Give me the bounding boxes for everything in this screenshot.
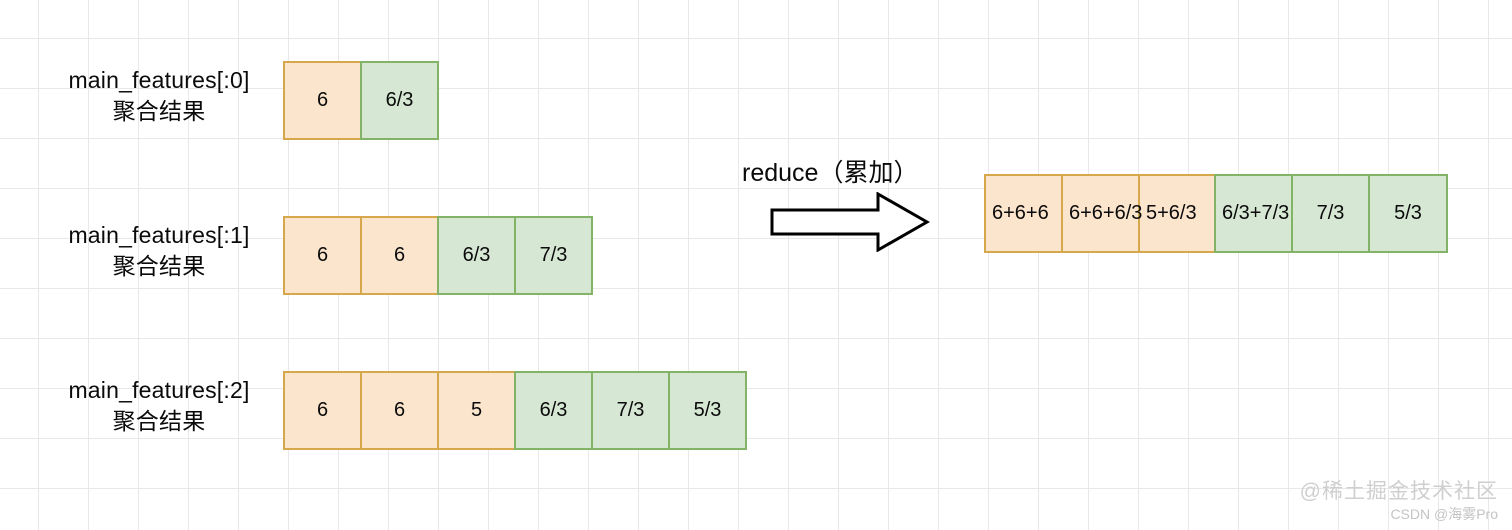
cell-text: 6 [316,89,329,111]
cell-text: 5 [470,399,483,421]
cell: 6/3 [514,371,593,450]
row-label-2: main_features[:2] 聚合结果 [52,375,266,437]
watermark-line1: @稀土掘金技术社区 [1299,480,1498,503]
cell: 6/3 [360,61,439,140]
cell-text: 6/3 [462,244,491,266]
cell-text: 5/3 [693,399,722,421]
row-label-2-line1: main_features[:2] [68,377,250,403]
cell: 5+6/3 [1138,174,1216,253]
cell-text: 5+6/3 [1146,202,1197,224]
cell: 5 [437,371,516,450]
cell: 6+6+6 [984,174,1063,253]
cell-text: 6 [316,244,329,266]
row-label-0: main_features[:0] 聚合结果 [52,65,266,127]
cell: 5/3 [1368,174,1448,253]
cell: 6 [360,216,439,295]
row-label-1-line1: main_features[:1] [68,222,250,248]
row-label-0-line1: main_features[:0] [68,67,250,93]
watermark: @稀土掘金技术社区 CSDN @海雾Pro [1300,475,1498,524]
row-label-1-line2: 聚合结果 [112,253,206,279]
cell-strip-row-0: 6 6/3 [283,61,439,140]
cell-strip-row-1: 6 6 6/3 7/3 [283,216,593,295]
cell-text: 7/3 [1316,202,1345,224]
row-label-1: main_features[:1] 聚合结果 [52,220,266,282]
cell: 6+6+6/3 [1061,174,1143,253]
cell-strip-result: 6+6+6 6+6+6/3 5+6/3 6/3+7/3 7/3 5/3 [984,174,1448,253]
cell-strip-row-2: 6 6 5 6/3 7/3 5/3 [283,371,747,450]
cell: 6 [360,371,439,450]
cell-text: 5/3 [1394,202,1422,224]
cell-text: 6+6+6 [992,202,1049,224]
cell: 6 [283,61,362,140]
right-block-arrow-icon [770,191,931,253]
cell: 6 [283,216,362,295]
cell-text: 6/3 [539,399,568,421]
cell: 7/3 [591,371,670,450]
cell: 5/3 [668,371,747,450]
cell: 7/3 [1291,174,1370,253]
reduce-operation-label: reduce（累加） [742,159,919,187]
cell-text: 6/3+7/3 [1222,202,1290,224]
cell: 6/3 [437,216,516,295]
row-label-0-line2: 聚合结果 [112,98,206,124]
cell-text: 6/3 [385,89,414,111]
cell-text: 7/3 [539,244,568,266]
cell-text: 6 [393,244,406,266]
cell: 6/3+7/3 [1214,174,1293,253]
cell-text: 6 [393,399,406,421]
row-label-2-line2: 聚合结果 [112,408,206,434]
cell-text: 6 [316,399,329,421]
watermark-line2: CSDN @海雾Pro [1390,506,1498,522]
cell: 7/3 [514,216,593,295]
cell-text: 6+6+6/3 [1069,202,1143,224]
cell-text: 7/3 [616,399,645,421]
cell: 6 [283,371,362,450]
